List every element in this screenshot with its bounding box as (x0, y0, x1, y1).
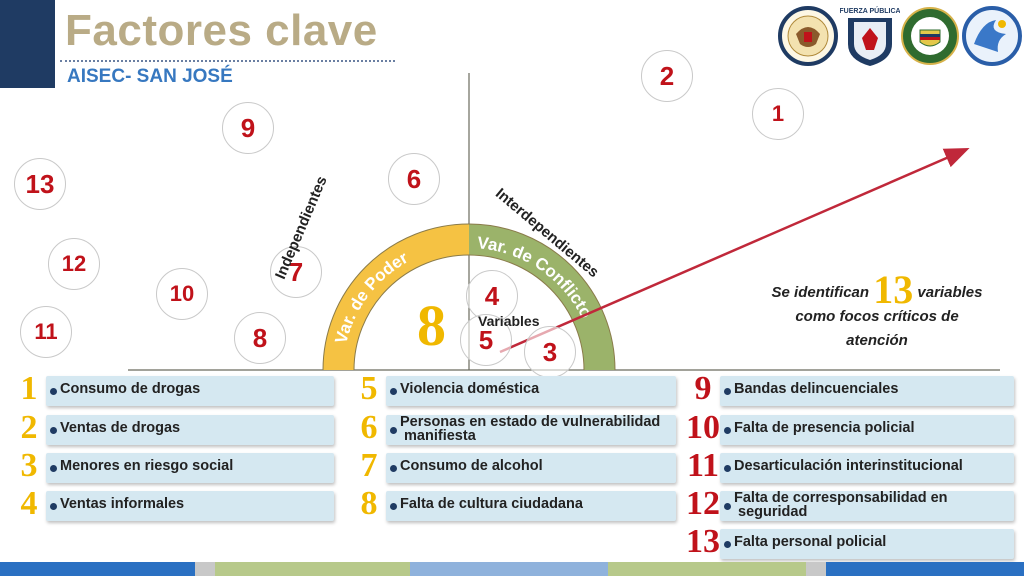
bubble-6: 6 (388, 153, 440, 205)
bullet-icon (724, 541, 731, 548)
factor-label: Violencia doméstica (400, 381, 540, 397)
note-prefix: Se identifican (771, 284, 870, 301)
factor-number: 9 (694, 370, 712, 407)
factor-item-11: 11 Desarticulación interinstitucional (684, 447, 1019, 484)
footer-color-bar (0, 562, 1024, 576)
factor-item-9: 9 Bandas delincuenciales (684, 370, 1019, 407)
factor-label: Consumo de drogas (60, 381, 201, 397)
fuerza-publica-logo-icon: FUERZA PÚBLICA (840, 6, 900, 66)
bubble-2: 2 (641, 50, 693, 102)
factor-label: Falta personal policial (734, 534, 887, 550)
note-line3: atención (846, 332, 908, 349)
factor-number: 5 (360, 370, 378, 407)
bullet-icon (724, 503, 731, 510)
bubble-4: 4 (466, 270, 518, 322)
factor-number: 13 (686, 523, 720, 560)
bubble-12: 12 (48, 238, 100, 290)
factor-item-4: 4 Ventas informales (10, 485, 335, 522)
summary-note: Se identifican 13 variables como focos c… (752, 270, 1002, 353)
factor-item-3: 3 Menores en riesgo social (10, 447, 335, 484)
trend-arrow (499, 148, 970, 354)
factor-label: Consumo de alcohol (400, 458, 543, 474)
factor-label: Personas en estado de vulnerabilidad man… (400, 414, 661, 444)
factor-item-12: 12 Falta de corresponsabilidad en seguri… (684, 485, 1019, 522)
factor-label: Falta de corresponsabilidad en seguridad (734, 490, 948, 520)
blue-institution-logo-icon (962, 6, 1022, 66)
factor-label: Ventas informales (60, 496, 185, 512)
page-subtitle: AISEC- SAN JOSÉ (67, 66, 233, 87)
us-embassy-seal-icon (778, 6, 838, 66)
bullet-icon (724, 388, 731, 395)
factor-label: Menores en riesgo social (60, 458, 234, 474)
note-line2: como focos críticos de (795, 308, 959, 325)
bullet-icon (724, 427, 731, 434)
bubble-10: 10 (156, 268, 208, 320)
bubble-7: 7 (270, 246, 322, 298)
factor-number: 4 (20, 485, 38, 522)
factor-item-8: 8 Falta de cultura ciudadana (350, 485, 680, 522)
factor-label-line1: Falta de corresponsabilidad en (734, 490, 948, 506)
bullet-icon (390, 427, 397, 434)
title-underline (60, 60, 395, 62)
factor-label: Falta de cultura ciudadana (400, 496, 583, 512)
factor-number: 12 (686, 485, 720, 522)
header-accent-block (0, 0, 55, 88)
bullet-icon (50, 388, 57, 395)
bullet-icon (390, 465, 397, 472)
factor-number: 1 (20, 370, 38, 407)
note-count: 13 (873, 267, 914, 312)
bullet-icon (724, 465, 731, 472)
bullet-icon (390, 503, 397, 510)
bullet-icon (50, 427, 57, 434)
factor-label-line1: Personas en estado de vulnerabilidad (400, 414, 661, 430)
green-police-seal-icon (901, 7, 959, 65)
factor-number: 11 (686, 447, 720, 484)
note-suffix: variables (917, 284, 983, 301)
bullet-icon (50, 503, 57, 510)
factor-label: Desarticulación interinstitucional (734, 458, 963, 474)
factor-number: 6 (360, 409, 378, 446)
factor-number: 8 (360, 485, 378, 522)
bubble-11: 11 (20, 306, 72, 358)
bubble-8: 8 (234, 312, 286, 364)
factor-label: Ventas de drogas (60, 420, 181, 436)
fuerza-publica-text: FUERZA PÚBLICA (840, 6, 900, 15)
factor-number: 3 (20, 447, 38, 484)
center-label: Variables (478, 313, 540, 329)
factor-label: Bandas delincuenciales (734, 381, 899, 397)
bullet-icon (50, 465, 57, 472)
factor-number: 7 (360, 447, 378, 484)
page-title: Factores clave (65, 6, 378, 55)
factor-label-line2: seguridad (738, 504, 808, 520)
factor-label: Falta de presencia policial (734, 420, 915, 436)
factor-label-line2: manifiesta (404, 428, 476, 444)
bubble-13: 13 (14, 158, 66, 210)
factor-item-5: 5 Violencia doméstica (350, 370, 680, 407)
bubble-3: 3 (524, 326, 576, 378)
factor-item-7: 7 Consumo de alcohol (350, 447, 680, 484)
bubble-9: 9 (222, 102, 274, 154)
factor-item-2: 2 Ventas de drogas (10, 409, 335, 446)
bubble-5: 5 (460, 314, 512, 366)
bubble-1: 1 (752, 88, 804, 140)
bullet-icon (390, 388, 397, 395)
factor-item-10: 10 Falta de presencia policial (684, 409, 1019, 446)
factor-number: 2 (20, 409, 38, 446)
factor-item-6: 6 Personas en estado de vulnerabilidad m… (350, 409, 680, 446)
factor-item-13: 13 Falta personal policial (684, 523, 1019, 560)
center-number: 8 (417, 293, 446, 358)
arc-var-poder (323, 224, 469, 370)
partner-logos: FUERZA PÚBLICA (778, 2, 1023, 72)
factor-number: 10 (686, 409, 720, 446)
factor-item-1: 1 Consumo de drogas (10, 370, 335, 407)
